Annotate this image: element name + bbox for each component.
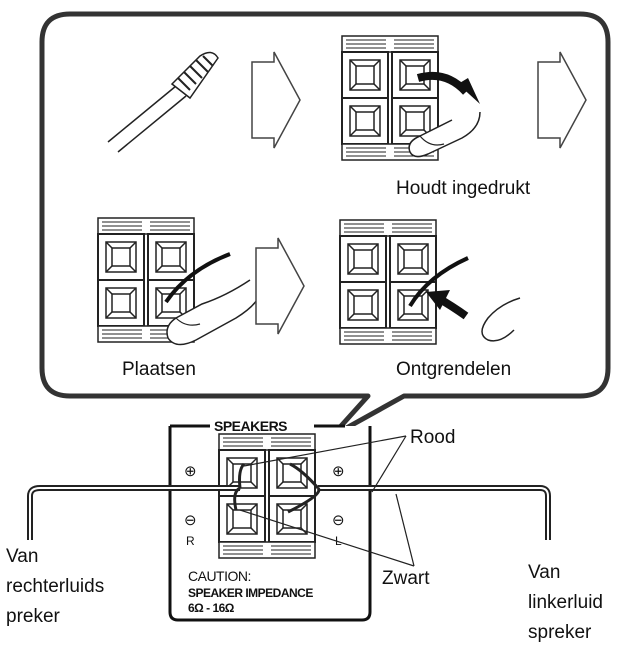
left-speaker-label: Van linkerluid spreker (528, 562, 603, 643)
callout-lines (239, 435, 415, 567)
minus-symbol-left-channel: ⊖ (332, 512, 345, 529)
plus-symbol-left-channel: ⊕ (332, 463, 345, 480)
caution-impedance-range: 6Ω - 16Ω (188, 601, 235, 615)
left-speaker-line-1: Van (528, 562, 560, 583)
insert-label: Plaatsen (122, 359, 196, 380)
caution-impedance: SPEAKER IMPEDANCE (188, 586, 313, 600)
terminal-press-illustration (341, 35, 481, 161)
plus-symbol-right-channel: ⊕ (184, 463, 197, 480)
hold-label: Houdt ingedrukt (396, 178, 531, 199)
channel-right-label: R (186, 534, 195, 548)
right-speaker-line-1: Van (6, 546, 38, 567)
speaker-cables (27, 462, 551, 540)
right-speaker-line-3: preker (6, 606, 61, 627)
channel-left-label: L (335, 534, 342, 548)
black-callout: Zwart (382, 568, 430, 589)
right-speaker-line-2: rechterluids (6, 576, 104, 597)
left-speaker-line-3: spreker (528, 622, 592, 643)
red-callout: Rood (410, 427, 455, 448)
left-speaker-line-2: linkerluid (528, 592, 603, 613)
stripped-wire-illustration (107, 51, 219, 153)
right-speaker-label: Van rechterluids preker (6, 546, 104, 627)
speakers-title: SPEAKERS (214, 418, 287, 434)
speaker-panel (168, 424, 372, 622)
terminal-insert-illustration (97, 217, 263, 346)
terminal-release-illustration (339, 219, 521, 345)
minus-symbol-right-channel: ⊖ (184, 512, 197, 529)
caution-heading: CAUTION: (188, 568, 251, 584)
release-label: Ontgrendelen (396, 359, 511, 380)
